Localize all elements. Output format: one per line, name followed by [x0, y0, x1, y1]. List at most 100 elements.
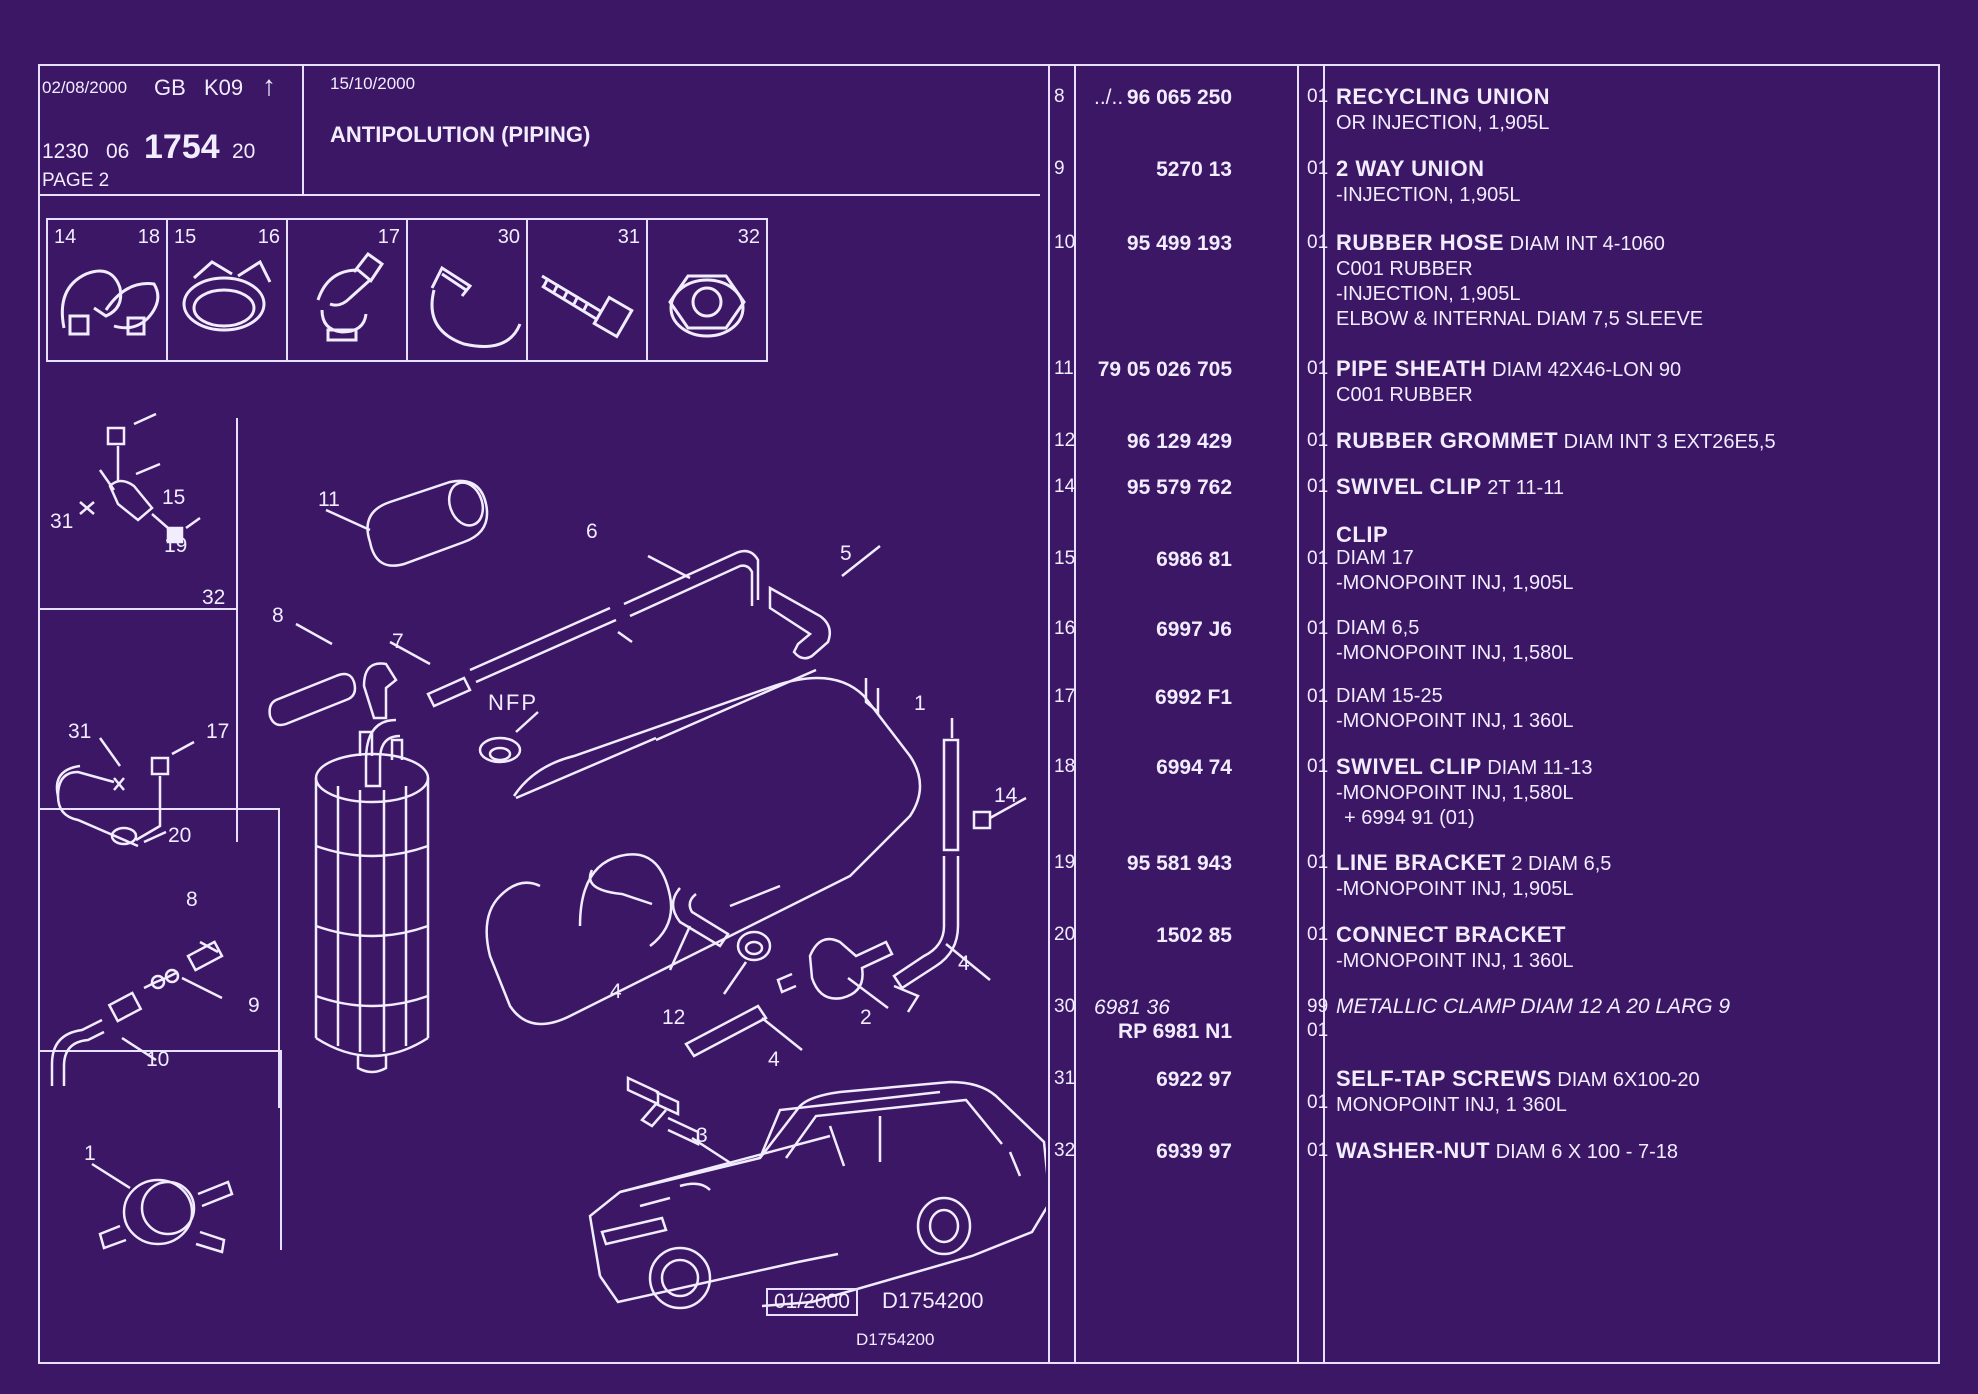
item-ref: 14: [1054, 476, 1076, 497]
item-qty: 01: [1307, 358, 1329, 379]
part-name: PIPE SHEATH: [1336, 356, 1487, 381]
callout-label: 19: [164, 534, 187, 557]
part-number: 95 499 193: [1126, 232, 1232, 255]
item-qty: 01: [1307, 232, 1329, 253]
part-name: RUBBER HOSE: [1336, 230, 1505, 255]
header-date-2: 15/10/2000: [330, 74, 416, 93]
item-qty: 01: [1307, 1140, 1329, 1161]
part-description: METALLIC CLAMP DIAM 12 A 20 LARG 9: [1336, 994, 1730, 1019]
parts-table: 8 ../.. 96 065 250 01 RECYCLING UNION OR…: [1048, 66, 1938, 1362]
item-ref: 8: [1054, 86, 1065, 107]
item-ref: 31: [1054, 1068, 1076, 1089]
part-detail: ELBOW & INTERNAL DIAM 7,5 SLEEVE: [1336, 308, 1704, 330]
item-qty: 01: [1307, 476, 1329, 497]
part-spec: DIAM 12 A 20 LARG 9: [1520, 995, 1731, 1018]
header-ref-b: 06: [106, 140, 130, 163]
part-detail: DIAM 15-25: [1336, 685, 1443, 707]
part-description: RUBBER GROMMET DIAM INT 3 EXT26E5,5: [1336, 428, 1776, 455]
callout-label: 5: [840, 542, 852, 565]
divider-diagram-table: [1048, 66, 1050, 1362]
item-qty-2: 01: [1307, 1020, 1329, 1041]
metal-clamp-icon: [430, 265, 522, 348]
divider-qty-column: [1323, 66, 1325, 1362]
part-number: 6997 J6: [1156, 618, 1232, 641]
callout-label: 14: [994, 784, 1018, 807]
header-lang: GB: [154, 75, 186, 100]
thumbnail-31: 31: [526, 218, 648, 362]
part-name: CLIP: [1336, 522, 1389, 547]
thumbnail-32: 32: [646, 218, 768, 362]
item-qty: 01: [1307, 686, 1329, 707]
part-detail: + 6994 91 (01): [1344, 807, 1475, 829]
callout-label: 10: [146, 1048, 169, 1071]
item-qty: 01: [1307, 924, 1329, 945]
inset-divider: [40, 608, 238, 610]
part-spec: DIAM 6 X 100 - 7-18: [1495, 1141, 1678, 1163]
part-detail: MONOPOINT INJ, 1 360L: [1336, 1094, 1567, 1116]
sheet-header: 02/08/2000 GB K09 ↑ 1230 06 1754 20 PAGE…: [40, 66, 1040, 196]
screw-icon: [541, 274, 634, 339]
inset-divider: [280, 1050, 282, 1250]
part-number: 6922 97: [1156, 1068, 1232, 1091]
item-ref: 17: [1054, 686, 1076, 707]
callout-label: 15: [162, 486, 185, 509]
item-qty: 01: [1307, 430, 1329, 451]
part-description: 2 WAY UNION -INJECTION, 1,905L: [1336, 156, 1521, 208]
item-ref: 30: [1054, 996, 1076, 1017]
part-detail: OR INJECTION, 1,905L: [1336, 112, 1550, 134]
divider-ref-column: [1074, 66, 1076, 1362]
part-name: 2 WAY UNION: [1336, 156, 1485, 181]
thumb-label: 31: [617, 226, 640, 248]
thumb-label: 16: [257, 226, 280, 248]
part-number: 5270 13: [1156, 158, 1232, 181]
part-number: 95 581 943: [1126, 852, 1232, 875]
part-name: RUBBER GROMMET: [1336, 428, 1559, 453]
swivel-clip-icon: [60, 269, 160, 336]
thumb-label: 32: [737, 226, 760, 248]
part-description: DIAM 17 -MONOPOINT INJ, 1,905L: [1336, 546, 1573, 596]
part-detail: -MONOPOINT INJ, 1,580L: [1336, 642, 1574, 664]
part-name: RECYCLING UNION: [1336, 84, 1551, 109]
divider-pn-column: [1297, 66, 1299, 1362]
callout-label: 11: [318, 488, 340, 511]
part-number: 6939 97: [1156, 1140, 1232, 1163]
footer-date-box: 01/2000: [766, 1288, 858, 1316]
part-number: 96 129 429: [1126, 430, 1232, 453]
exploded-diagram: 15 31 19 32 31 17 20 8 9 10 1 11 6 5 8 7…: [50, 412, 1046, 1310]
inset-divider: [236, 418, 238, 842]
header-ref-c: 20: [232, 140, 256, 163]
thumbnail-17: 17: [286, 218, 408, 362]
callout-label: 31: [50, 510, 73, 533]
part-number: 96 065 250: [1126, 86, 1232, 109]
part-name: LINE BRACKET: [1336, 850, 1506, 875]
part-number: 6992 F1: [1154, 686, 1232, 709]
item-qty: 01: [1307, 756, 1329, 777]
item-alt: ../..: [1094, 86, 1124, 109]
part-spec: DIAM INT 4-1060: [1509, 233, 1665, 255]
item-qty-2: 01: [1307, 1092, 1329, 1113]
part-detail: -INJECTION, 1,905L: [1336, 283, 1521, 305]
thumbnail-30: 30: [406, 218, 528, 362]
parts-sheet: 02/08/2000 GB K09 ↑ 1230 06 1754 20 PAGE…: [38, 64, 1940, 1364]
callout-label: 3: [696, 1124, 708, 1147]
washer-nut-icon: [668, 274, 746, 338]
header-ref-main: 1754: [144, 128, 220, 166]
callout-label: 20: [168, 824, 191, 847]
callout-label: 17: [206, 720, 229, 743]
thumbnail-14-18: 14 18: [46, 218, 168, 362]
part-description: SELF-TAP SCREWS DIAM 6X100-20 MONOPOINT …: [1336, 1066, 1700, 1118]
item-alt: 6981 36: [1094, 996, 1170, 1019]
thumb-label: 18: [137, 226, 160, 248]
part-detail: -MONOPOINT INJ, 1,905L: [1336, 572, 1574, 594]
thumb-label: 17: [377, 226, 400, 248]
part-detail: -MONOPOINT INJ, 1,905L: [1336, 878, 1574, 900]
item-ref: 20: [1054, 924, 1076, 945]
bracket-clip-icon: [316, 251, 385, 342]
part-name: WASHER-NUT: [1336, 1138, 1491, 1163]
part-description: RECYCLING UNION OR INJECTION, 1,905L: [1336, 84, 1550, 136]
inset-divider: [40, 1050, 280, 1052]
item-ref: 9: [1054, 158, 1065, 179]
thumb-label: 15: [174, 226, 197, 248]
header-reference-box: 02/08/2000 GB K09 ↑ 1230 06 1754 20 PAGE…: [40, 66, 304, 194]
part-number: RP 6981 N1: [1117, 1020, 1232, 1043]
